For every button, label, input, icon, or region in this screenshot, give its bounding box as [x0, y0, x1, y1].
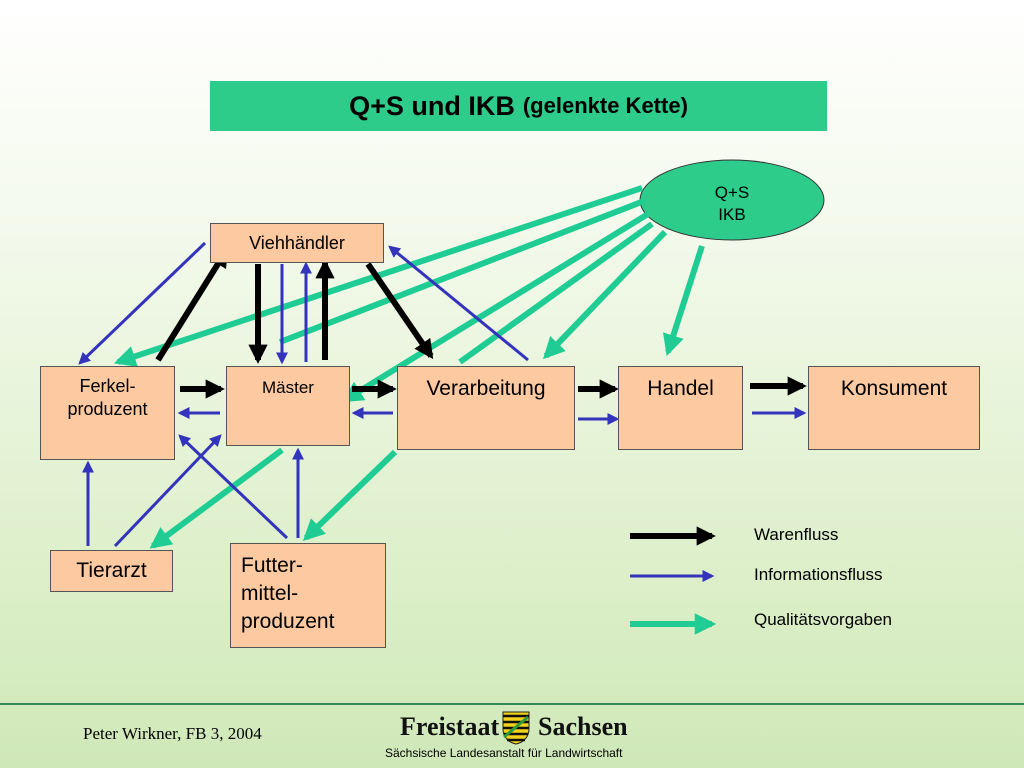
qs-ikb-label: Q+S IKB: [640, 182, 824, 226]
logo-subtitle: Sächsische Landesanstalt für Landwirtsch…: [385, 746, 623, 760]
quality-arrow-verarbeitung-a: [458, 221, 654, 365]
legend-warenfluss-label: Warenfluss: [754, 525, 839, 544]
node-handel-label: Handel: [647, 377, 714, 400]
logo-sachsen: Sachsen: [538, 712, 628, 741]
goods-arrow-viehhaendler-verarbeitung: [365, 262, 434, 360]
node-handel: Handel: [618, 366, 743, 450]
node-ferkel-line2: produzent: [67, 399, 148, 419]
title-main: Q+S und IKB: [349, 90, 515, 121]
node-verarbeitung-label: Verarbeitung: [426, 377, 546, 400]
node-ferkel-line1: Ferkel-: [79, 376, 136, 396]
node-tierarzt-label: Tierarzt: [76, 559, 147, 582]
qs-ikb-line1: Q+S: [714, 183, 750, 202]
quality-arrows: [113, 185, 705, 549]
node-konsument-label: Konsument: [840, 377, 948, 400]
quality-arrow-tierarzt: [149, 447, 284, 549]
node-tierarzt: Tierarzt: [50, 550, 173, 592]
node-viehhaendler-label: Viehhändler: [249, 233, 345, 253]
node-verarbeitung: Verarbeitung: [397, 366, 575, 450]
footer-author: Peter Wirkner, FB 3, 2004: [83, 724, 262, 743]
node-futter-line2: mittel-: [241, 582, 299, 605]
goods-arrow-ferkel-viehhaendler: [155, 247, 229, 362]
quality-arrow-ferkel: [113, 185, 643, 367]
quality-arrow-verarbeitung-b: [543, 229, 668, 360]
node-futtermittelproduzent: Futter- mittel- produzent: [230, 543, 386, 648]
info-arrows: [78, 241, 807, 548]
quality-arrow-viehhaendler: [278, 198, 646, 345]
qs-ikb-line2: IKB: [718, 205, 746, 224]
quality-arrow-maester: [341, 211, 650, 403]
node-maester: Mäster: [226, 366, 350, 446]
legend-quality-label: Qualitätsvorgaben: [754, 610, 892, 629]
footer-divider: [0, 703, 1024, 705]
slide-title: Q+S und IKB (gelenkte Kette): [210, 81, 827, 131]
legend-info-label: Informationsfluss: [754, 565, 883, 584]
node-konsument: Konsument: [808, 366, 980, 450]
saxony-crest-icon: [502, 711, 530, 745]
logo-freistaat: Freistaat: [400, 712, 500, 741]
node-maester-label: Mäster: [262, 378, 314, 397]
quality-arrow-futtermittel: [302, 449, 398, 542]
title-subtitle: (gelenkte Kette): [522, 93, 688, 118]
goods-arrows: [155, 247, 807, 399]
info-arrow-viehhaendler-ferkel: [78, 241, 207, 365]
quality-arrow-handel: [662, 245, 705, 357]
node-ferkelproduzent: Ferkel- produzent: [40, 366, 175, 460]
info-arrow-futtermittel-ferkel: [178, 434, 289, 540]
info-arrow-tierarzt-maester: [113, 434, 222, 548]
node-futter-line1: Futter-: [241, 554, 303, 577]
node-viehhaendler: Viehhändler: [210, 223, 384, 263]
node-futter-line3: produzent: [241, 610, 335, 633]
info-arrow-verarbeitung-viehhaendler: [388, 245, 529, 362]
